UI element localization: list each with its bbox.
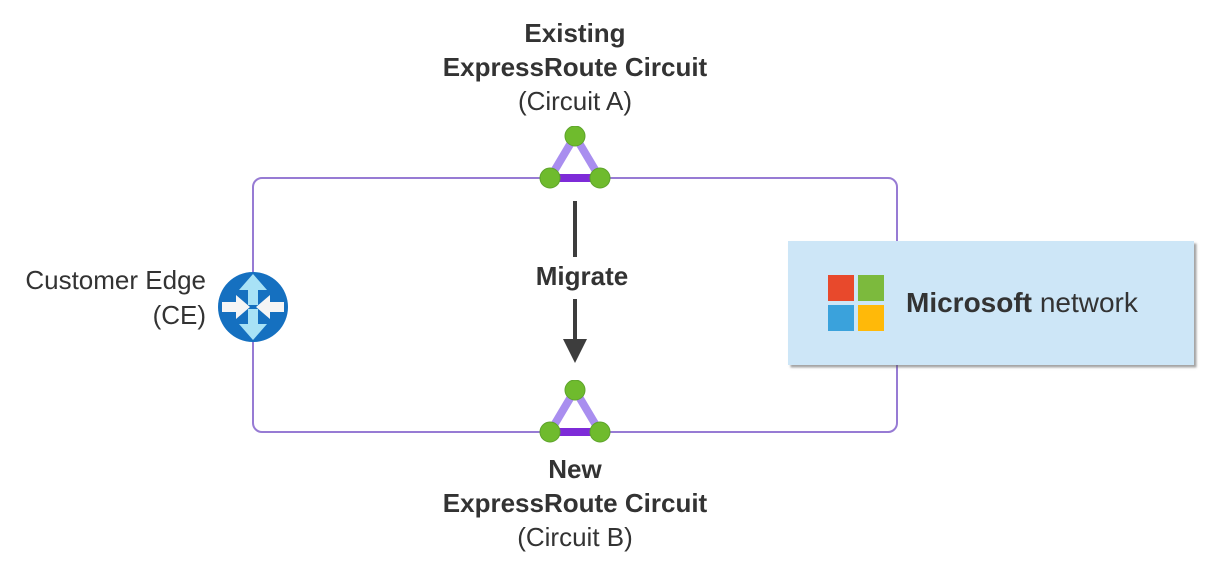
customer-edge-label-line1: Customer Edge	[25, 265, 206, 295]
migrate-label: Migrate	[535, 261, 629, 291]
migrate-connector-line	[573, 201, 577, 257]
new-circuit-label-line1: New	[548, 454, 602, 484]
existing-circuit-label-line3: (Circuit A)	[517, 86, 633, 116]
customer-edge-label: Customer Edge (CE)	[10, 263, 206, 333]
expressroute-circuit-icon	[537, 125, 613, 194]
existing-circuit-label-line2: ExpressRoute Circuit	[442, 52, 708, 82]
microsoft-network-label-rest: network	[1039, 287, 1138, 318]
microsoft-network-label-brand: Microsoft	[906, 287, 1032, 318]
expressroute-circuit-icon	[537, 379, 613, 448]
customer-edge-label-line2: (CE)	[152, 300, 206, 330]
new-circuit-label-line3: (Circuit B)	[517, 522, 633, 552]
microsoft-logo-icon	[828, 275, 884, 331]
existing-circuit-label-line1: Existing	[524, 18, 626, 48]
new-circuit-label-line2: ExpressRoute Circuit	[442, 488, 708, 518]
router-icon	[216, 270, 290, 349]
new-circuit-label: New ExpressRoute Circuit (Circuit B)	[375, 452, 775, 554]
microsoft-logo-square-green	[858, 275, 884, 301]
down-arrow-icon	[557, 297, 593, 370]
existing-circuit-label: Existing ExpressRoute Circuit (Circuit A…	[375, 16, 775, 118]
microsoft-logo-square-yellow	[858, 305, 884, 331]
microsoft-logo-square-blue	[828, 305, 854, 331]
microsoft-logo-square-red	[828, 275, 854, 301]
